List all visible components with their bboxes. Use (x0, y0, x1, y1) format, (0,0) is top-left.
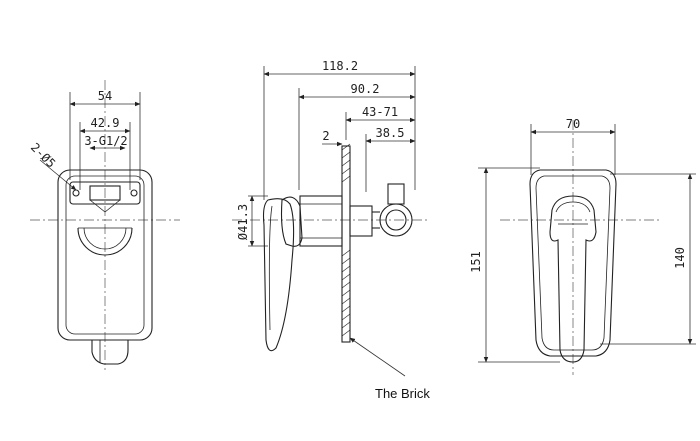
wall-hatching (341, 143, 351, 337)
dim-total-depth-text: 118.2 (322, 59, 358, 73)
handle-cover-edge (268, 205, 273, 331)
top-housing (69, 181, 141, 205)
front-view: 54 42.9 3-G1/2 2-Ø5 (28, 80, 180, 370)
plate-outline (529, 169, 617, 357)
plate-view: 70 151 140 (469, 117, 696, 375)
rear-body (349, 205, 373, 237)
port-line (104, 199, 121, 213)
dim-plate-text: 2 (322, 129, 329, 143)
cartridge-inner-arc (83, 227, 127, 250)
dim-diameter-text: Ø41.3 (236, 204, 250, 240)
body-inner-outline (65, 175, 145, 335)
plate-inner-outline (535, 175, 611, 351)
handle-cover (262, 198, 295, 352)
plate-handle (549, 195, 597, 363)
cartridge-arc (77, 227, 133, 256)
inlet-fitting-inner (385, 209, 407, 231)
dim-inlet-text: 38.5 (376, 126, 405, 140)
bottom-outlet (91, 340, 129, 365)
dim-thread-text: 3-G1/2 (84, 134, 127, 148)
inlet-fitting-top (387, 183, 405, 205)
dim-holes-text: 2-Ø5 (28, 140, 58, 170)
plate-width-text: 70 (566, 117, 580, 131)
valve-body (299, 195, 343, 247)
brick-leader (349, 337, 406, 377)
brick-label: The Brick (375, 386, 430, 401)
dim-body-depth-text: 90.2 (351, 82, 380, 96)
dim-inner-text: 42.9 (91, 116, 120, 130)
plate-height-inner-text: 140 (673, 247, 687, 269)
body-outline (57, 169, 153, 341)
plate-height-outer-text: 151 (469, 251, 483, 273)
side-view: 118.2 90.2 43-71 38.5 2 Ø41.3 (232, 59, 430, 401)
port-line (89, 199, 106, 213)
handle-lever (280, 196, 303, 247)
mount-hole-right (130, 189, 138, 197)
plate-handle-top (555, 201, 591, 213)
dim-range-text: 43-71 (362, 105, 398, 119)
mount-hole-left (72, 189, 80, 197)
dim-width-text: 54 (98, 89, 112, 103)
wall-plate (341, 145, 351, 343)
inlet-port (89, 185, 121, 201)
